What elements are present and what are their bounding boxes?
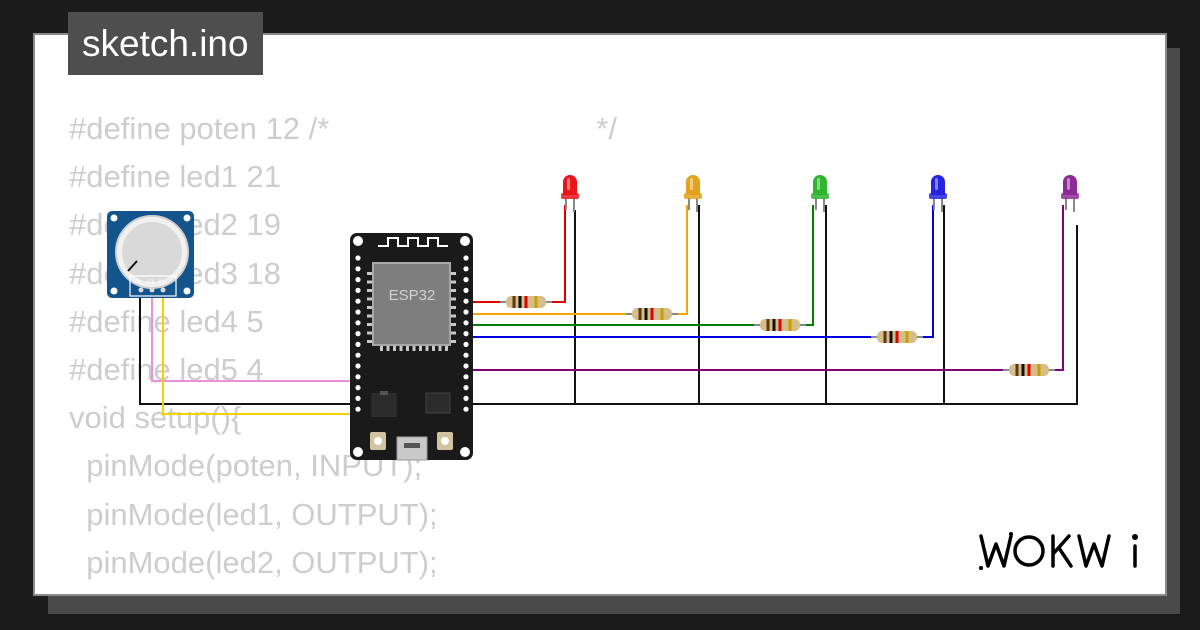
pot-pin-sig: SIG <box>147 279 155 284</box>
header-pin-right[interactable] <box>463 406 469 412</box>
header-pin-right[interactable] <box>463 395 469 401</box>
pot-pin-gnd: GND <box>133 279 141 284</box>
header-pin-left[interactable] <box>355 395 361 401</box>
header-pin-left[interactable] <box>355 266 361 272</box>
header-pin-right[interactable] <box>463 385 469 391</box>
potentiometer[interactable]: GND SIG VCC <box>107 211 194 298</box>
code-line: void setup(){ <box>69 400 242 436</box>
chip-pins <box>367 272 456 351</box>
header-pin-left[interactable] <box>355 277 361 283</box>
code-line: #define led1 21 <box>69 159 282 195</box>
code-line: #define poten 12 /* */ <box>69 111 617 146</box>
resistor[interactable] <box>500 296 552 308</box>
header-pin-left[interactable] <box>355 352 361 358</box>
resistor[interactable] <box>871 331 923 343</box>
signal-wire <box>467 205 814 326</box>
esp32-board[interactable]: ESP32 <box>350 233 473 461</box>
code-line: pinMode(led3, OUTPUT); <box>69 587 617 594</box>
signal-wires <box>467 205 1064 371</box>
esp32-label: ESP32 <box>389 287 436 304</box>
header-pin-right[interactable] <box>463 255 469 261</box>
header-pin-right[interactable] <box>463 298 469 304</box>
header-pin-right[interactable] <box>463 374 469 380</box>
resistors <box>500 296 1055 376</box>
knob-indicator <box>127 260 138 272</box>
header-pin-left[interactable] <box>355 320 361 326</box>
signal-wire <box>467 205 934 338</box>
led[interactable] <box>1061 175 1079 212</box>
header-pin-left[interactable] <box>355 309 361 315</box>
signal-wire <box>467 205 1064 371</box>
header-pin-left[interactable] <box>355 363 361 369</box>
header-pin-right[interactable] <box>463 341 469 347</box>
header-pin-left[interactable] <box>355 331 361 337</box>
header-pin-right[interactable] <box>463 331 469 337</box>
led[interactable] <box>561 175 579 212</box>
led[interactable] <box>811 175 829 212</box>
header-pin-left[interactable] <box>355 374 361 380</box>
pot-pin-vcc: VCC <box>158 279 166 284</box>
header-pin-right[interactable] <box>463 287 469 293</box>
header-pin-left[interactable] <box>355 298 361 304</box>
header-pin-left[interactable] <box>355 287 361 293</box>
code-line: #define led4 5 <box>69 303 264 339</box>
resistor[interactable] <box>754 319 806 331</box>
leds <box>561 175 1079 212</box>
header-pin-right[interactable] <box>463 352 469 358</box>
header-pin-right[interactable] <box>463 363 469 369</box>
header-pins <box>355 255 469 412</box>
code-line: pinMode(led1, OUTPUT); <box>69 496 438 532</box>
header-pin-right[interactable] <box>463 277 469 283</box>
led[interactable] <box>684 175 702 212</box>
code-line: pinMode(led2, OUTPUT); <box>69 544 438 580</box>
header-pin-right[interactable] <box>463 309 469 315</box>
signal-wire <box>467 205 566 303</box>
header-pin-left[interactable] <box>355 385 361 391</box>
ground-wires <box>139 205 1078 405</box>
header-pin-left[interactable] <box>355 255 361 261</box>
wokwi-logo <box>979 532 1138 570</box>
signal-wire <box>467 205 688 315</box>
file-tab[interactable]: sketch.ino <box>68 12 263 75</box>
header-pin-left[interactable] <box>355 341 361 347</box>
header-pin-right[interactable] <box>463 266 469 272</box>
led[interactable] <box>929 175 947 212</box>
resistor[interactable] <box>626 308 678 320</box>
header-pin-right[interactable] <box>463 320 469 326</box>
resistor[interactable] <box>1003 364 1055 376</box>
header-pin-left[interactable] <box>355 406 361 412</box>
